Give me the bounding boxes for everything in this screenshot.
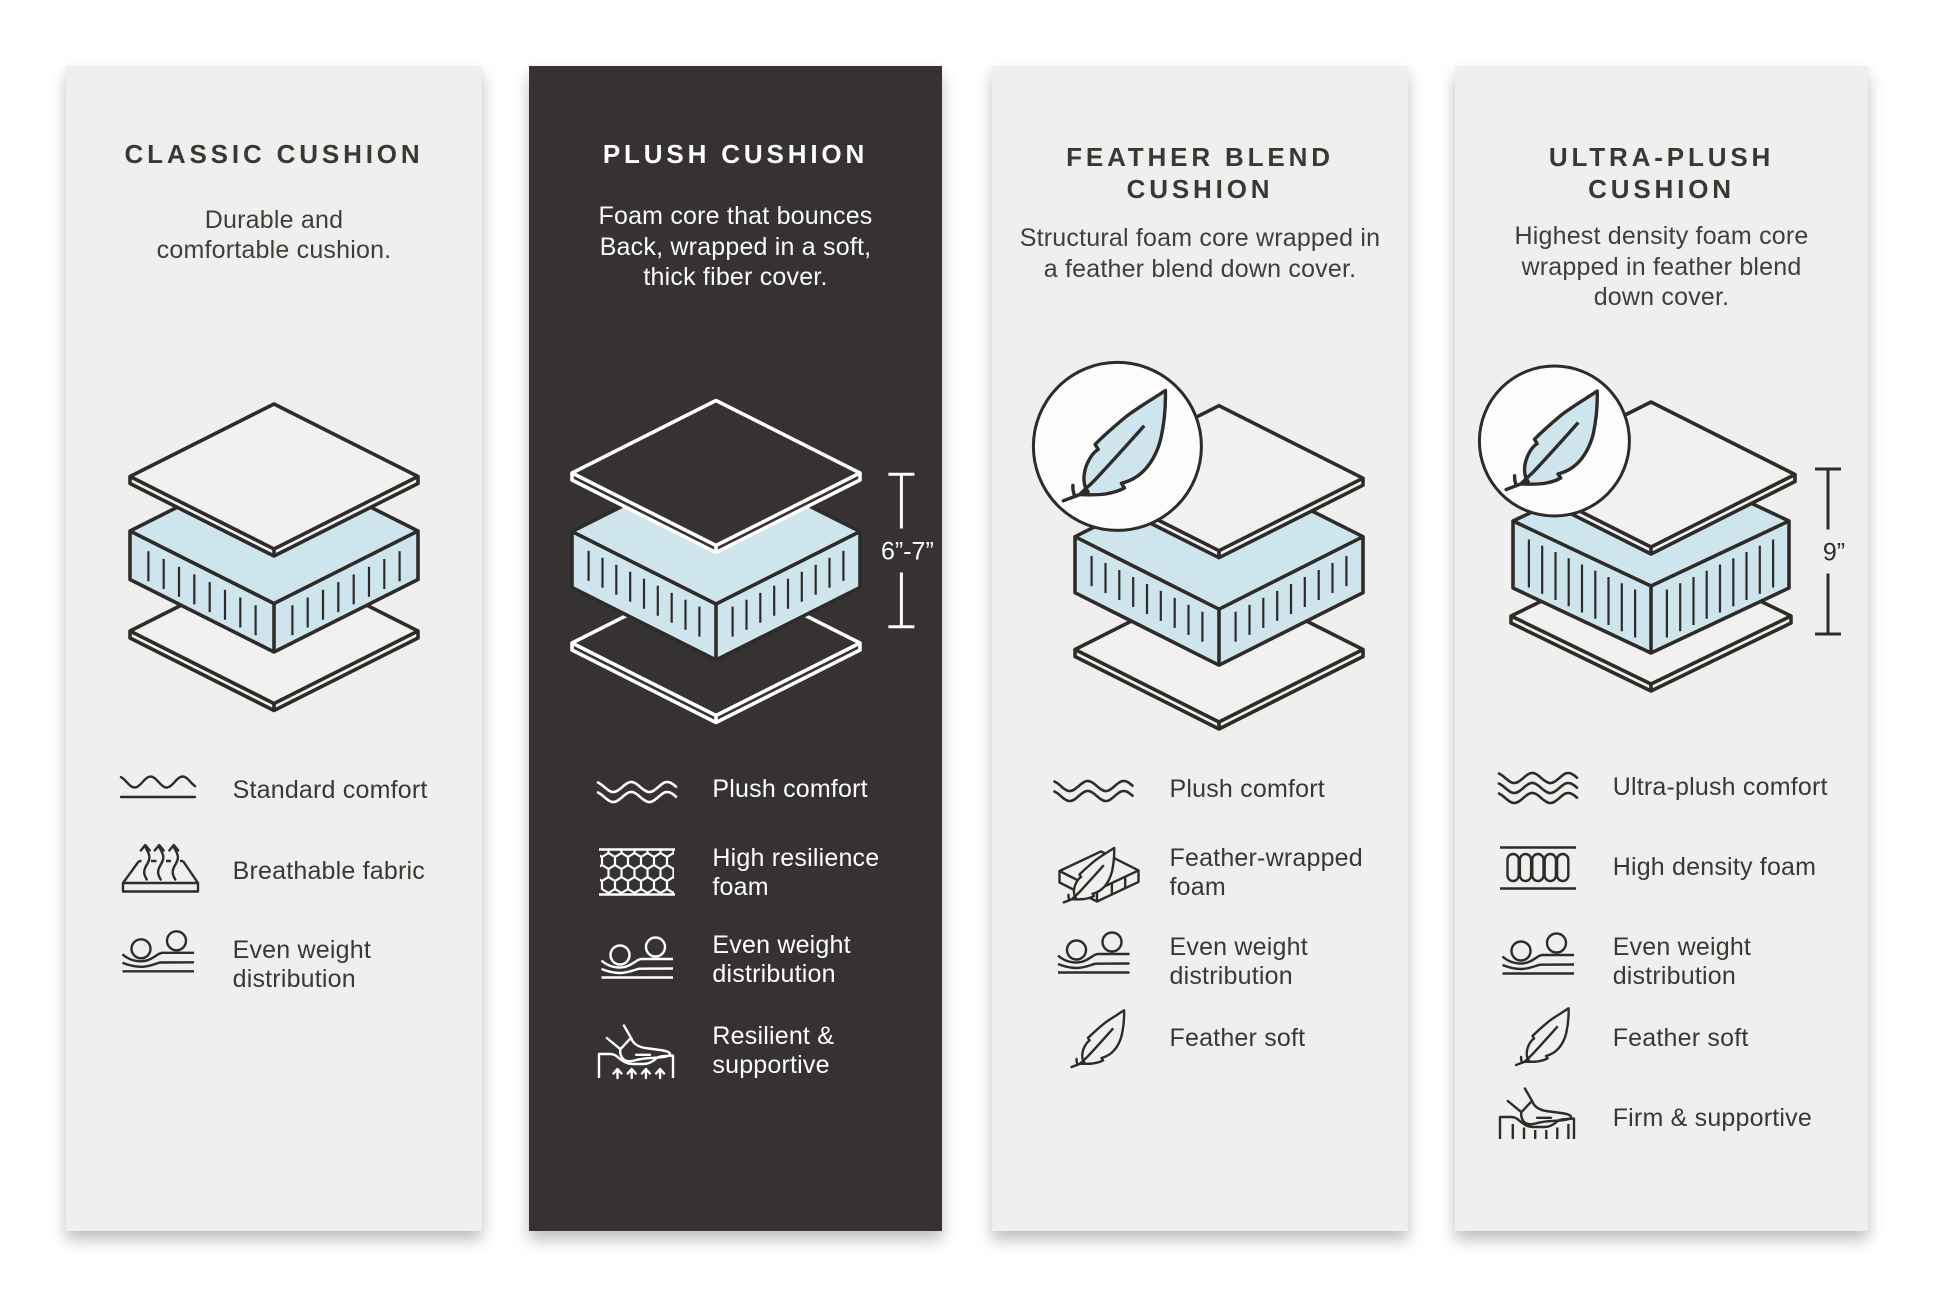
svg-text:6”-7”: 6”-7” — [881, 538, 934, 566]
svg-text:9”: 9” — [1823, 539, 1845, 567]
